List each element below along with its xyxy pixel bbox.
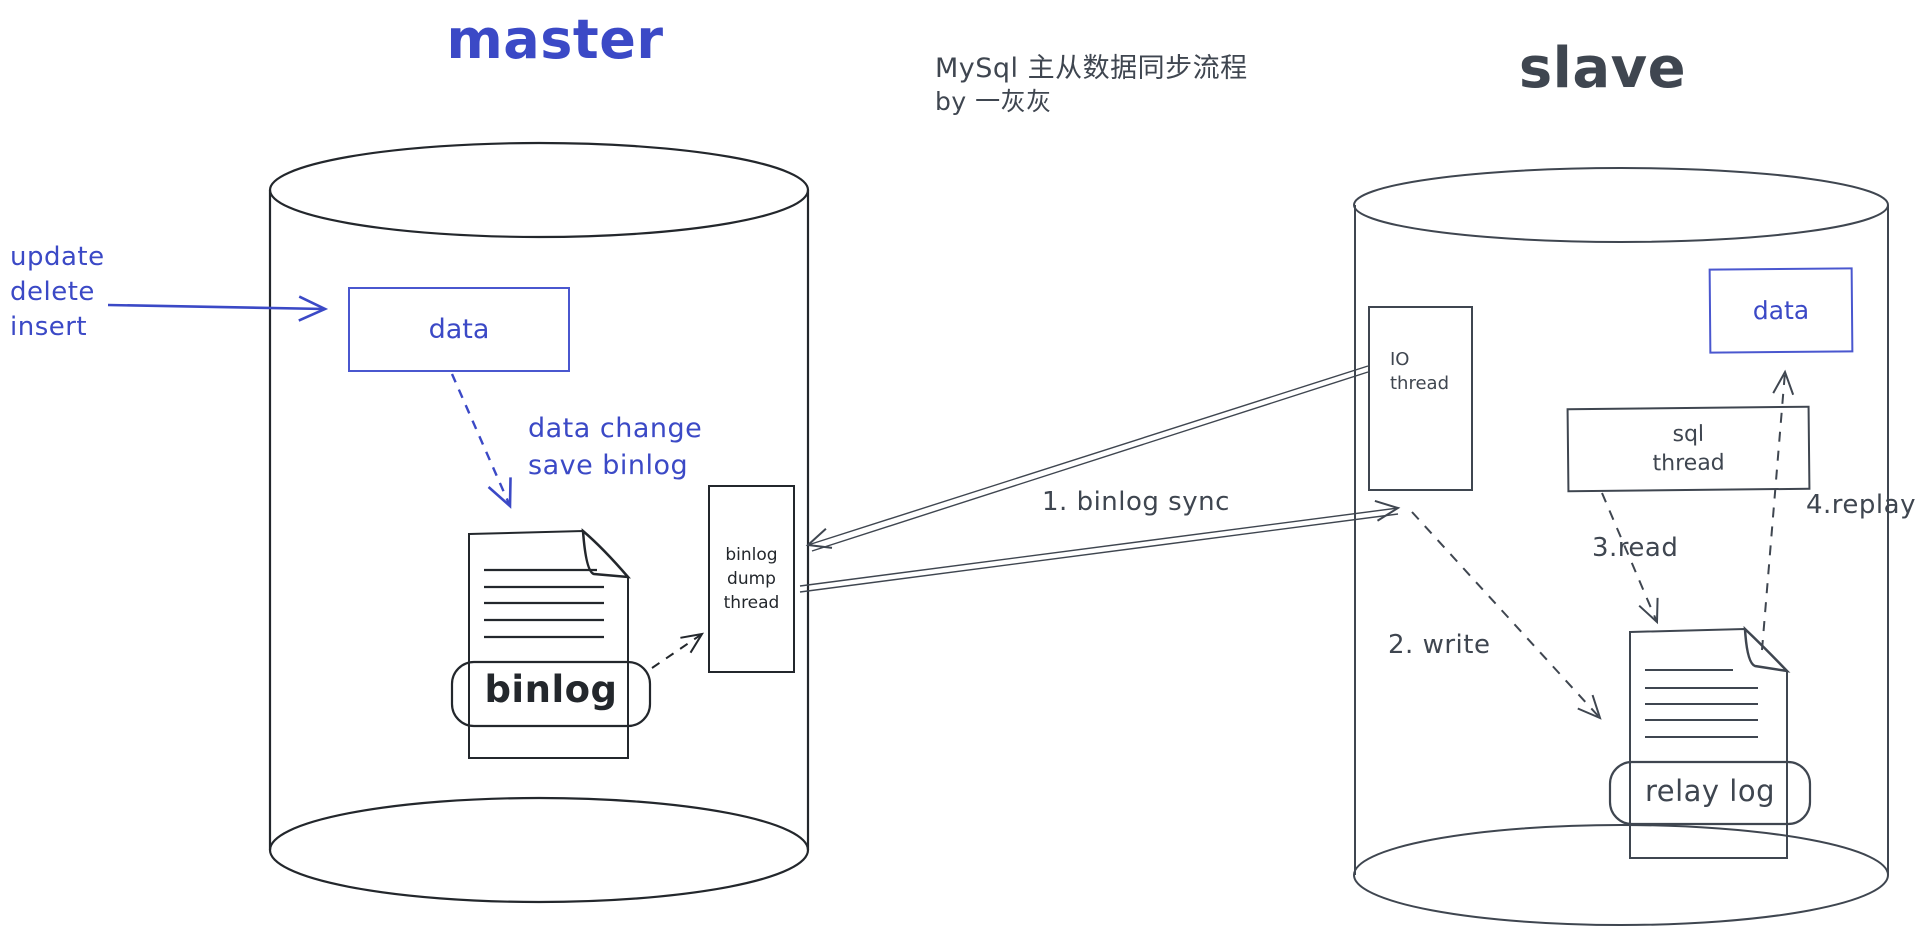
slave-title: slave [1518, 36, 1687, 101]
binlog-label: binlog [484, 668, 618, 711]
master-data-box-label: data [428, 314, 490, 345]
data-change-note-line1: data change [528, 413, 703, 444]
relay-log-label: relay log [1644, 774, 1776, 808]
read-dashed-arrow [1601, 492, 1659, 625]
binlog-sync-request-line [805, 365, 1369, 552]
data-change-note-line2: save binlog [528, 450, 689, 481]
io-thread-line2: thread [1390, 373, 1450, 394]
read-step-label: 3.read [1592, 533, 1679, 563]
sql-thread-line1: sql [1672, 421, 1705, 448]
sql-thread-box: sql thread [1566, 405, 1811, 493]
client-op-update: update [10, 242, 105, 272]
master-db-cylinder [268, 141, 810, 904]
binlog-dump-thread-box: binlog dump thread [708, 485, 795, 673]
write-step-label: 2. write [1388, 630, 1491, 660]
io-thread-line1: IO [1390, 349, 1410, 370]
slave-db-cylinder [1353, 167, 1889, 926]
binlog-sync-label: 1. binlog sync [1042, 487, 1230, 517]
master-title: master [446, 8, 664, 71]
client-op-insert: insert [10, 312, 88, 342]
binlog-file-icon [450, 528, 652, 759]
client-ops-arrow [107, 295, 329, 322]
replay-step-label: 4.replay [1806, 490, 1916, 520]
dump-thread-line2: dump [727, 569, 776, 589]
replay-dashed-arrow [1761, 369, 1795, 651]
sql-thread-line2: thread [1652, 450, 1725, 477]
data-change-note: data change save binlog [528, 410, 702, 484]
dump-thread-line1: binlog [725, 545, 778, 565]
io-thread-box: IO thread [1368, 306, 1473, 491]
diagram-byline: by 一灰灰 [935, 87, 1052, 116]
client-op-delete: delete [10, 277, 95, 307]
data-change-dashed-arrow [450, 373, 512, 509]
dump-thread-line3: thread [723, 593, 780, 613]
binlog-sync-push-line [799, 499, 1401, 593]
write-dashed-arrow [1411, 511, 1602, 720]
diagram-title: MySql 主从数据同步流程 [935, 53, 1248, 84]
client-operations-list: update delete insert [10, 240, 105, 345]
relay-log-file-icon [1608, 625, 1812, 859]
binlog-to-dump-thread-dashed-arrow [651, 632, 705, 669]
slave-data-box-label: data [1752, 295, 1810, 326]
slave-data-box: data [1708, 267, 1854, 354]
master-data-box: data [348, 287, 570, 372]
